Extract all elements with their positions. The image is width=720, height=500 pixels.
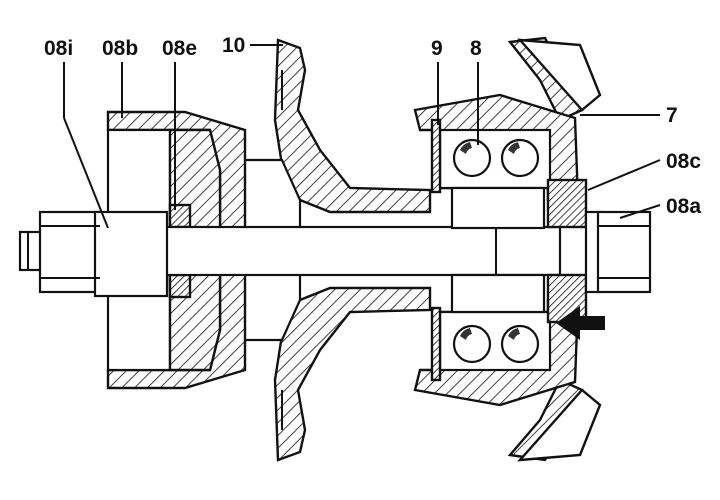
label-08b: 08b <box>102 37 138 60</box>
label-7: 7 <box>666 104 678 127</box>
end-nut <box>584 210 652 294</box>
threaded-rod <box>18 225 562 277</box>
label-8: 8 <box>470 37 482 60</box>
wheel-bearing <box>438 128 552 372</box>
label-08i: 08i <box>44 37 73 60</box>
snap-ring <box>430 118 442 382</box>
push-direction-arrow-icon <box>556 306 605 340</box>
thrust-washer <box>168 203 192 299</box>
label-08a: 08a <box>666 195 701 218</box>
label-08c: 08c <box>666 150 701 173</box>
leader-lines <box>63 44 661 229</box>
label-08e: 08e <box>162 37 197 60</box>
pressing-sleeve <box>546 178 588 324</box>
label-10: 10 <box>222 34 245 57</box>
puller-nut <box>38 210 169 298</box>
label-9: 9 <box>431 37 443 60</box>
